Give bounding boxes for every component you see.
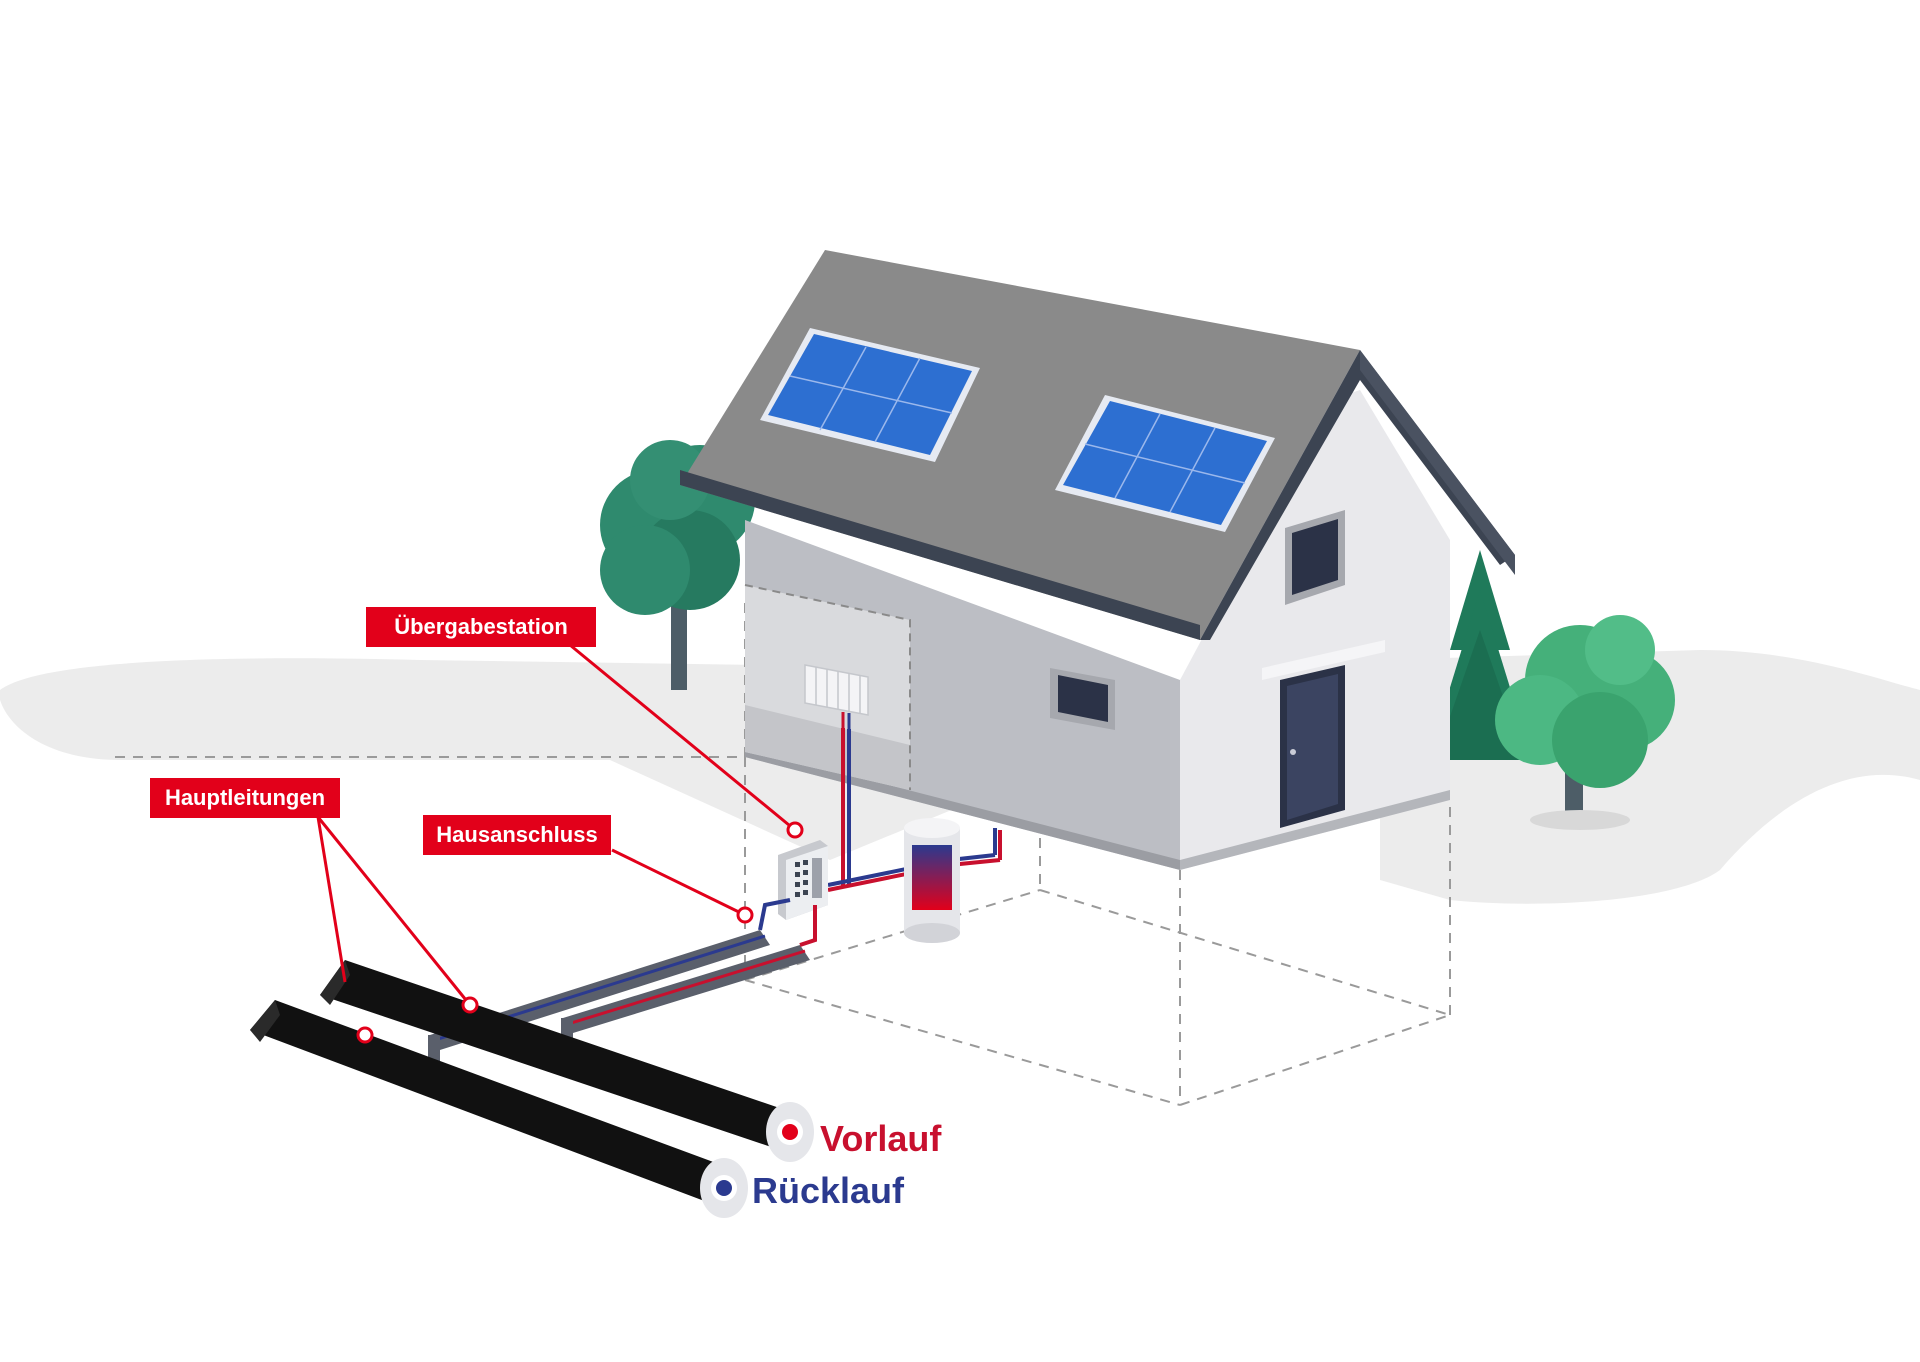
window-icon [1050, 668, 1115, 730]
label-hausanschluss: Hausanschluss [423, 815, 611, 855]
callout-markers [356, 821, 804, 1044]
radiator-icon [804, 664, 869, 729]
solar-panel-icon [1055, 395, 1275, 532]
label-hauptleitungen: Hauptleitungen [150, 778, 340, 818]
ground-shadow [0, 658, 760, 760]
window-icon [1285, 510, 1345, 605]
tree-icon [1495, 615, 1675, 830]
transfer-station-icon [778, 840, 828, 920]
label-uebergabestation: Übergabestation [366, 607, 596, 647]
main-pipelines [250, 960, 814, 1218]
ground-shadow-center [610, 690, 1000, 860]
callout-leaders [316, 643, 796, 1006]
legend-vorlauf: Vorlauf [820, 1118, 942, 1159]
legend-ruecklauf: Rücklauf [752, 1170, 905, 1211]
tree-icon [600, 440, 755, 690]
door-icon [1262, 640, 1385, 828]
storage-tank-icon [904, 818, 960, 943]
solar-panel-icon [760, 328, 980, 462]
